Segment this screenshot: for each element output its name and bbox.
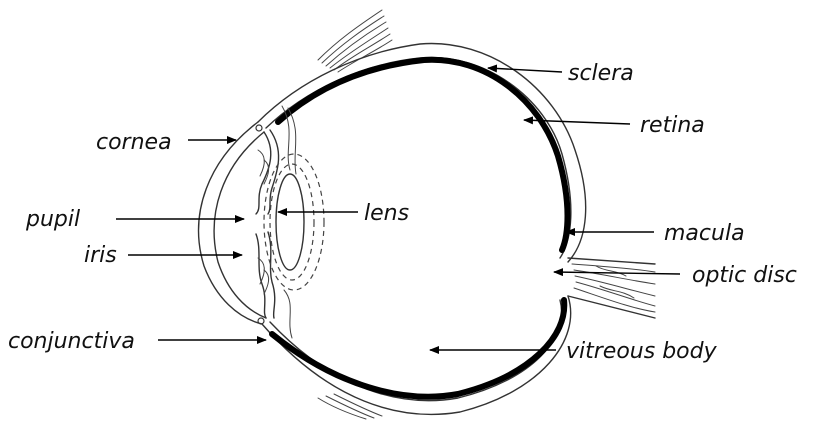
label-conjunctiva: conjunctiva: [8, 329, 135, 354]
label-retina: retina: [640, 113, 705, 138]
label-lens: lens: [364, 201, 409, 226]
upper-muscle-fibers: [318, 10, 392, 72]
lens: [264, 154, 324, 290]
label-optic-disc: optic disc: [692, 263, 797, 288]
label-sclera: sclera: [568, 61, 634, 86]
optic-nerve: [568, 258, 655, 318]
label-macula: macula: [664, 221, 745, 246]
sclera-inner-outline: [266, 57, 571, 400]
lower-muscle-fibers: [318, 394, 382, 419]
label-iris: iris: [84, 243, 117, 268]
label-vitreous-body: vitreous body: [566, 339, 718, 364]
label-pupil: pupil: [25, 207, 80, 232]
cornea-outer: [199, 122, 262, 324]
choroid-retina-band: [272, 60, 568, 397]
label-cornea: cornea: [96, 130, 172, 155]
